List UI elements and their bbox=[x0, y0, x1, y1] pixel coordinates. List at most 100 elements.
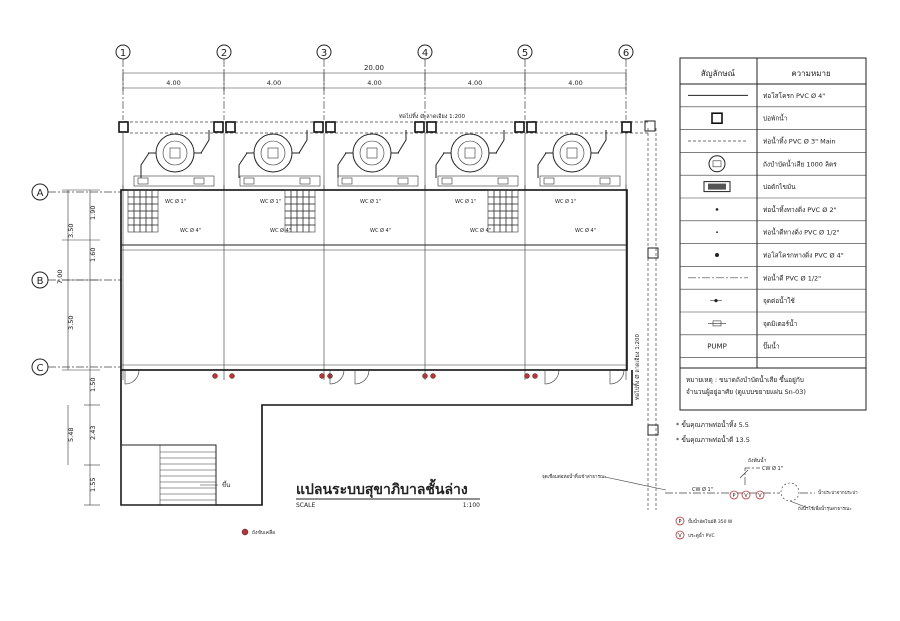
dim-lower-2: 2.43 bbox=[89, 426, 97, 440]
legend-row: บ่อพักน้ำ bbox=[680, 112, 866, 130]
row-label: C bbox=[37, 363, 44, 374]
inspection-chamber bbox=[647, 424, 659, 436]
grease-trap-symbol bbox=[703, 181, 731, 193]
floor-tile bbox=[145, 203, 153, 212]
fixture-counter bbox=[437, 175, 519, 187]
legend-row: ถังบำบัดน้ำเสีย 1000 ลิตร bbox=[680, 155, 866, 176]
floor-tile bbox=[511, 189, 519, 198]
valve-letter-1: V bbox=[744, 493, 748, 499]
floor-tile bbox=[511, 210, 519, 219]
pipe-to-chamber bbox=[200, 130, 210, 154]
overall-dimension-text: 20.00 bbox=[364, 64, 384, 72]
floor-tile bbox=[296, 217, 304, 226]
wc-pipe-label: WC Ø 1" bbox=[165, 198, 186, 205]
stair-treads bbox=[160, 451, 218, 501]
inspection-chamber bbox=[225, 121, 236, 133]
column-label: 1 bbox=[120, 48, 126, 59]
detail-legend-valve: V ประตูน้ำ PVC bbox=[675, 530, 715, 540]
floor-tile bbox=[493, 203, 501, 212]
legend-note-2: จำนวนผู้อยู่อาศัย (ดูแบบขยายแผ่น Sn-03) bbox=[686, 388, 806, 396]
detail-legend-pump: P ปั๊มน้ำอัตโนมัติ 350 W bbox=[675, 516, 733, 526]
grease-trap-fill bbox=[708, 183, 726, 190]
septic-tank-inner bbox=[162, 140, 188, 166]
floor-tile bbox=[302, 217, 310, 226]
floor-marker bbox=[319, 373, 325, 379]
floor-tile bbox=[308, 224, 316, 233]
legend-meaning: ท่อโสโครกทางดิ่ง PVC Ø 4" bbox=[763, 251, 844, 260]
row-grid: A B C bbox=[31, 183, 121, 376]
floor-tile bbox=[302, 189, 310, 198]
drawing-title: แปลนระบบสุขาภิบาลชั้นล่าง bbox=[296, 478, 468, 498]
door-swing bbox=[609, 369, 625, 385]
floor-tile bbox=[493, 196, 501, 205]
floor-marker-legend: ถังขับเคลือ bbox=[241, 528, 275, 536]
pipe-to-wc bbox=[140, 152, 150, 178]
floor-tile bbox=[133, 217, 141, 226]
floor-tile bbox=[290, 217, 298, 226]
floor-tile bbox=[290, 203, 298, 212]
scale-value: 1:100 bbox=[463, 502, 480, 509]
floor-tile bbox=[505, 224, 513, 233]
bay-dimension: 4.00 bbox=[166, 79, 180, 87]
floor-tile bbox=[127, 189, 135, 198]
legend-meaning: ท่อน้ำทิ้ง PVC Ø 3" Main bbox=[763, 137, 836, 146]
floor-marker bbox=[422, 373, 428, 379]
door-swing bbox=[354, 369, 370, 385]
inspection-chamber bbox=[118, 121, 129, 133]
floor-tile bbox=[133, 203, 141, 212]
floor-tile bbox=[487, 217, 495, 226]
inspection-chamber bbox=[644, 120, 656, 132]
floor-marker bbox=[229, 373, 235, 379]
floor-marker bbox=[212, 373, 218, 379]
floor-tile bbox=[127, 203, 135, 212]
floor-tile bbox=[151, 189, 159, 198]
septic-tank-inner bbox=[457, 140, 483, 166]
floor-tile bbox=[511, 217, 519, 226]
floor-tile bbox=[499, 196, 507, 205]
floor-tile bbox=[290, 189, 298, 198]
floor-tile bbox=[302, 224, 310, 233]
floor-tile bbox=[151, 210, 159, 219]
floor-tile bbox=[505, 196, 513, 205]
grease-trap bbox=[599, 177, 611, 185]
row-label: A bbox=[37, 188, 44, 199]
legend-meaning: ถังบำบัดน้ำเสีย 1000 ลิตร bbox=[763, 159, 837, 168]
dim-lower-1: 1.50 bbox=[89, 378, 97, 392]
pipe-to-wc bbox=[337, 152, 347, 178]
wc-pipe-label: WC Ø 1" bbox=[360, 198, 381, 205]
floor-tile bbox=[151, 217, 159, 226]
legend-meaning: ท่อน้ำดีทางดิ่ง PVC Ø 1/2" bbox=[763, 228, 840, 237]
door-swing bbox=[544, 369, 560, 385]
fixture-counter bbox=[337, 175, 419, 187]
pipe-to-chamber bbox=[397, 130, 407, 154]
grease-trap bbox=[243, 177, 255, 185]
grease-trap bbox=[497, 177, 509, 185]
wc-pipe-label: WC Ø 4" bbox=[370, 227, 391, 234]
septic-tank bbox=[155, 133, 195, 173]
wc-pipe-label: WC Ø 1" bbox=[260, 198, 281, 205]
square-symbol bbox=[711, 112, 723, 124]
legend-table: สัญลักษณ์ ความหมาย ท่อโสโครก PVC Ø 4"บ่อ… bbox=[679, 57, 867, 411]
floor-tile bbox=[499, 203, 507, 212]
top-drain-run: ท่อไปทิ้ง Ø ลาดเอียง 1:200 bbox=[130, 112, 650, 134]
floor-tile bbox=[505, 217, 513, 226]
valve-symbol-1: V bbox=[741, 490, 751, 500]
floor-tile bbox=[308, 203, 316, 212]
tank-symbol-inner bbox=[712, 160, 722, 168]
valve-symbol-2: V bbox=[755, 490, 765, 500]
row-label: B bbox=[37, 276, 44, 287]
floor-tile bbox=[493, 189, 501, 198]
tank-manhole bbox=[366, 147, 378, 159]
floor-tile bbox=[308, 189, 316, 198]
large-dot-symbol bbox=[715, 253, 719, 257]
dim-a-sub: 1.90 bbox=[89, 206, 97, 220]
grease-trap bbox=[397, 177, 409, 185]
legend-meaning: บ่อพักน้ำ bbox=[763, 114, 788, 123]
bathroom-tile-area bbox=[487, 189, 519, 233]
dim-b-c: 3.50 bbox=[67, 316, 75, 330]
note-water-quality: * ขั้นคุณภาพท่อน้ำดี 13.5 bbox=[676, 435, 750, 444]
pump-letter: P bbox=[732, 493, 735, 499]
tank-manhole bbox=[566, 147, 578, 159]
stair: ขึ้น bbox=[120, 444, 230, 506]
